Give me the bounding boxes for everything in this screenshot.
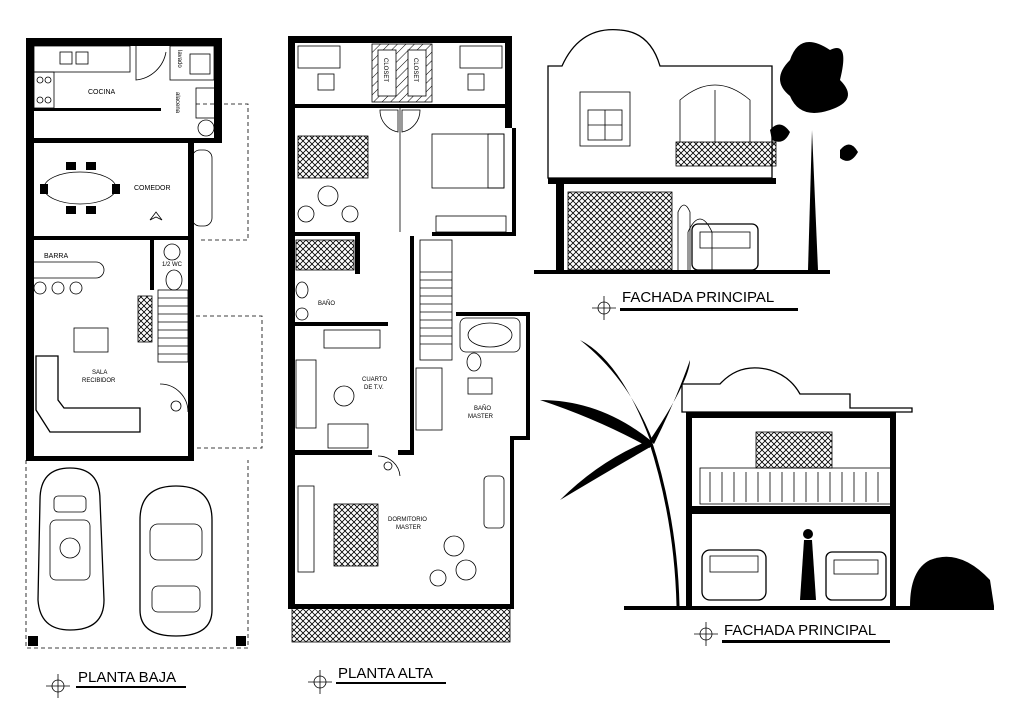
room-bath-label: BAÑO	[318, 300, 335, 307]
ground-plan-title: PLANTA BAJA	[78, 669, 176, 686]
tree-icon	[770, 42, 858, 270]
room-tv-label-2: DE T.V.	[364, 385, 384, 391]
room-living-label-2: RECIBIDOR	[82, 378, 116, 384]
room-tv-label-1: CUARTO	[362, 377, 387, 383]
room-bar-label: BARRA	[44, 253, 68, 260]
room-dining-label: COMEDOR	[134, 185, 171, 192]
room-master-bath-label-2: MASTER	[468, 414, 494, 420]
room-pantry-label: alacena	[174, 92, 180, 114]
upper-floor-plan: CLOSET CLOSET	[288, 36, 530, 694]
elevation-1-title: FACHADA PRINCIPAL	[622, 289, 774, 306]
car-front-icon-2	[701, 549, 767, 601]
room-master-bed-label-2: MASTER	[396, 525, 422, 531]
room-laundry-label: lavado	[176, 50, 182, 68]
car-front-icon	[691, 223, 759, 271]
closet-b-label: CLOSET	[412, 58, 418, 82]
front-elevation-1: FACHADA PRINCIPAL	[534, 29, 858, 320]
ground-floor-plan: COCINA lavado alacena COMEDOR BARRA 1/2 …	[25, 38, 263, 698]
room-living-label-1: SALA	[92, 370, 107, 376]
room-kitchen-label: COCINA	[88, 89, 116, 96]
car-left-icon	[37, 467, 105, 631]
front-elevation-2: FACHADA PRINCIPAL	[540, 340, 994, 646]
room-master-bath-label-1: BAÑO	[474, 405, 491, 412]
closet-a-label: CLOSET	[382, 58, 388, 82]
elevation-2-title-marker	[694, 622, 718, 646]
elevation-2-title: FACHADA PRINCIPAL	[724, 622, 876, 639]
room-master-bed-label-1: DORMITORIO	[388, 517, 427, 523]
car-rear-icon	[825, 551, 887, 601]
car-right-icon	[139, 485, 213, 637]
upper-plan-title: PLANTA ALTA	[338, 665, 433, 682]
upper-plan-title-marker	[308, 670, 332, 694]
elevation-1-title-marker	[592, 296, 616, 320]
palm-tree-icon	[540, 340, 690, 607]
room-half-bath-label: 1/2 WC	[162, 262, 183, 268]
ground-plan-title-marker	[46, 674, 70, 698]
